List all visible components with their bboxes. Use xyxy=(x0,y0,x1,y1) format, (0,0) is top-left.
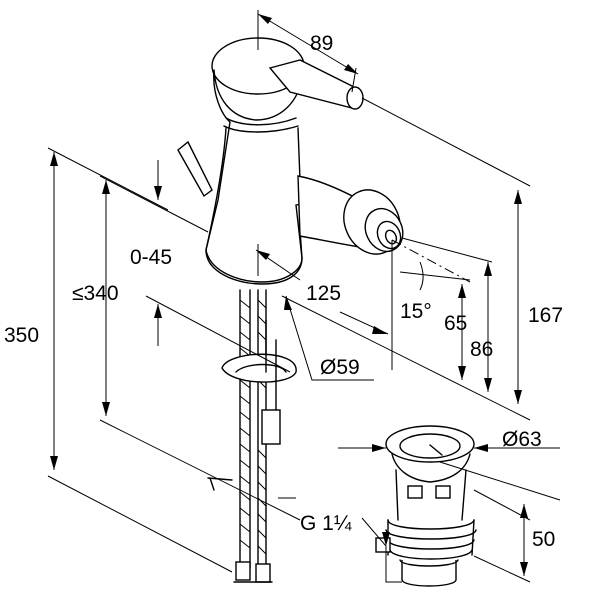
lever-handle xyxy=(268,59,364,110)
waste-fitting xyxy=(375,425,477,587)
dim-height-65: 65 xyxy=(444,312,467,335)
dim-thread: G 1¼ xyxy=(300,512,352,535)
supply-hoses xyxy=(207,289,297,583)
popup-rod xyxy=(177,140,213,198)
dimension-lines xyxy=(47,10,561,583)
dim-spout-reach: 125 xyxy=(306,282,341,305)
dim-base-diameter: Ø59 xyxy=(320,356,360,379)
dim-width-top: 89 xyxy=(310,32,333,55)
spout xyxy=(297,175,404,255)
dimension-labels: 89 167 350 ≤340 0-45 125 15° 65 86 Ø59 Ø… xyxy=(4,32,563,551)
dim-height-max: 350 xyxy=(4,324,39,347)
dim-waste-diameter: Ø63 xyxy=(502,428,542,451)
dim-height-86: 86 xyxy=(470,338,493,361)
dim-waste-height: 50 xyxy=(532,528,555,551)
dim-angle-range: 0-45 xyxy=(130,246,172,269)
dim-angle-spout: 15° xyxy=(400,300,432,323)
dim-height-total: 167 xyxy=(528,304,563,327)
dim-height-le: ≤340 xyxy=(72,282,119,305)
